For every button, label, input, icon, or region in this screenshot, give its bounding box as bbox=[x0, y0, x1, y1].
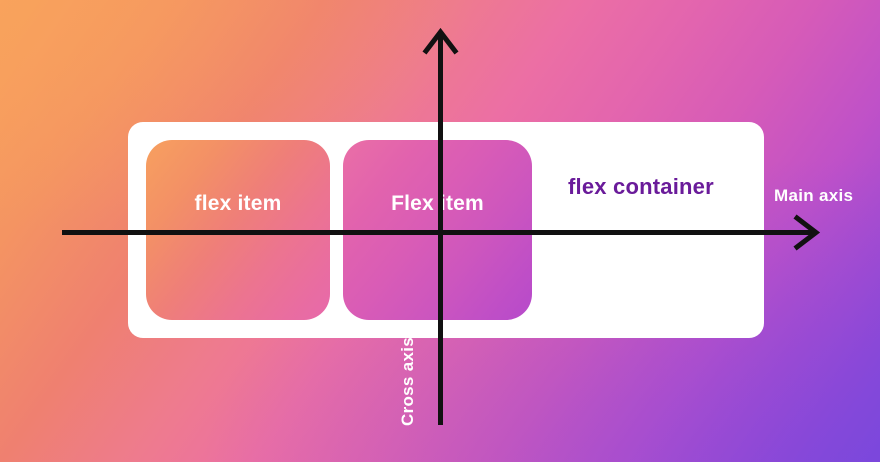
flex-item-2: Flex item bbox=[343, 140, 532, 320]
flex-item-2-label: Flex item bbox=[391, 192, 484, 215]
flex-items-row: flex item Flex item bbox=[146, 140, 532, 320]
flex-item-1-label: flex item bbox=[194, 192, 282, 215]
flex-container: flex item Flex item flex container bbox=[128, 122, 764, 338]
flex-container-label: flex container bbox=[568, 174, 714, 199]
flex-item-1: flex item bbox=[146, 140, 330, 320]
